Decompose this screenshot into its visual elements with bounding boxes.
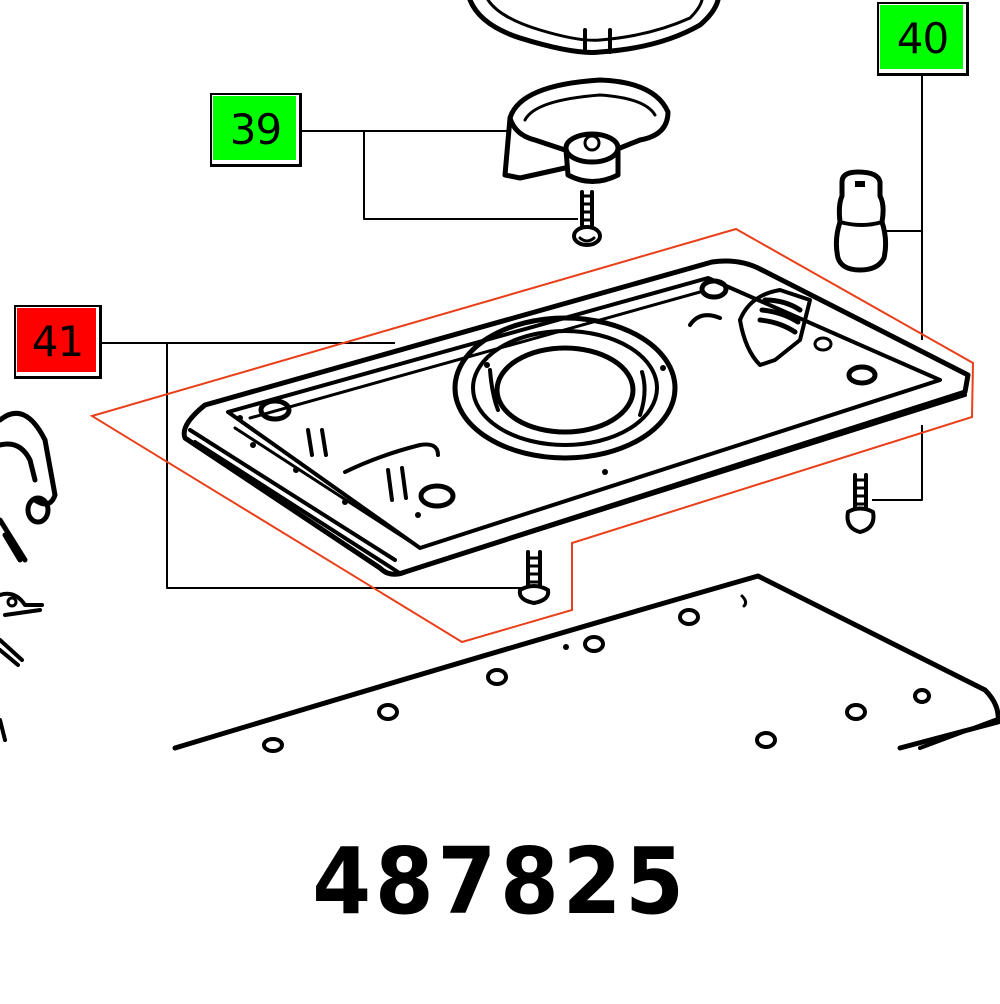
part-40-screw [845,473,876,534]
part-40-sleeve [833,169,889,273]
callout-41[interactable]: 41 [14,305,102,379]
callout-39-label: 39 [229,104,282,154]
callout-39[interactable]: 39 [210,93,302,167]
callout-40[interactable]: 40 [877,2,969,76]
callout-40-label: 40 [896,13,949,63]
callout-41-label: 41 [31,316,84,366]
highlight-outline [89,227,975,644]
left-partial-part [0,410,58,742]
callout-39-fill [213,96,296,160]
part-41-base-plate [181,258,971,577]
bottom-sanding-pad [172,573,1000,753]
part-39-screw [572,190,602,247]
callout-40-fill [880,5,963,69]
part-41-screw [517,550,551,605]
part-39-clip [502,77,671,184]
callout-41-fill [17,308,96,372]
part-number: 487825 [312,828,688,935]
top-housing-part [467,0,721,55]
